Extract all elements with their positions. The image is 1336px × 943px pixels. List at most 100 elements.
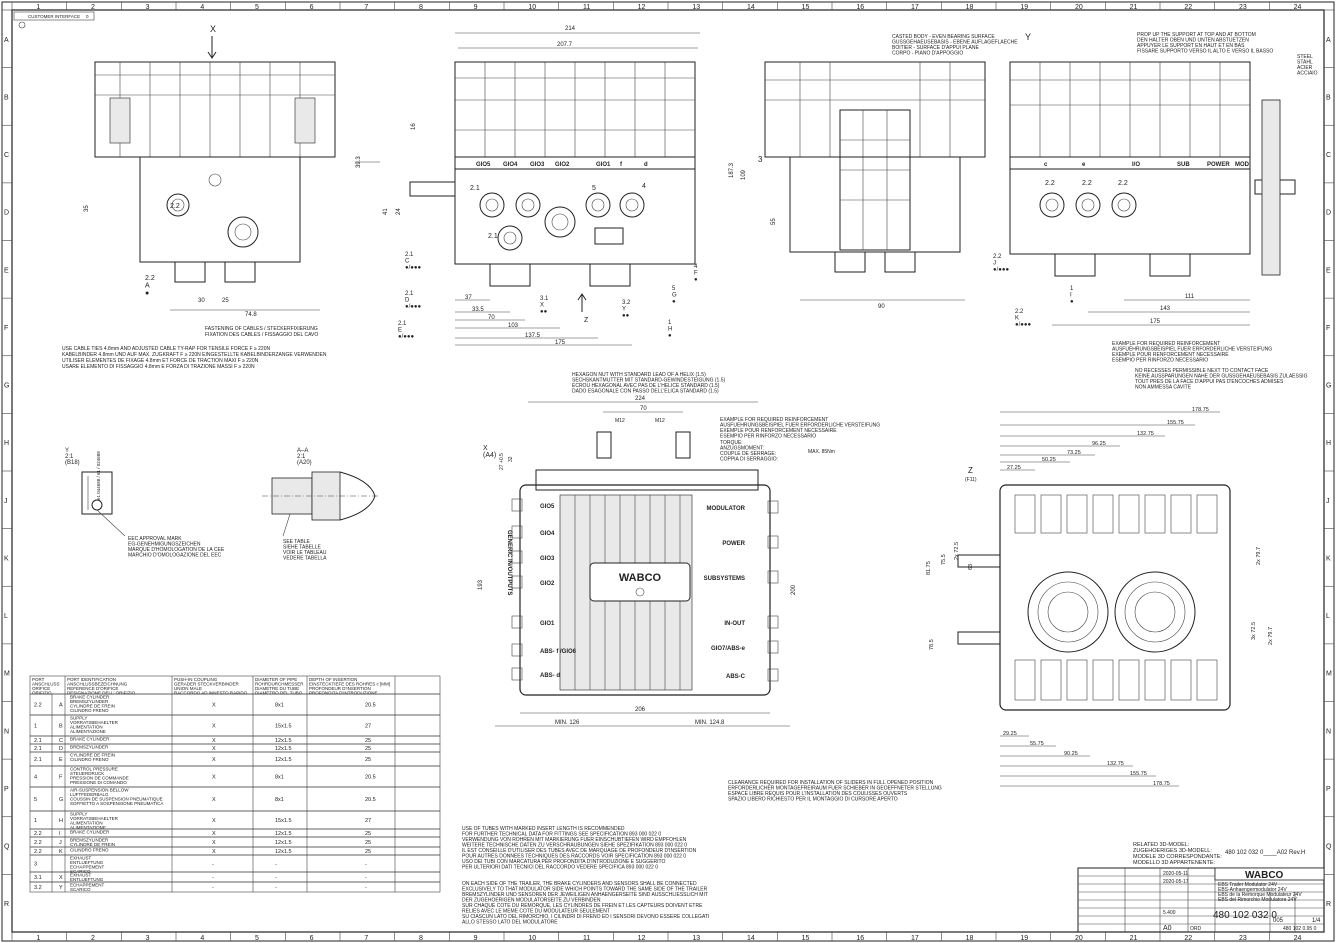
- desc-line: ALIMENTATION: [70, 821, 103, 826]
- view-z-ref: (F11): [965, 477, 977, 483]
- dim-min-124-8: MIN. 124.8: [695, 720, 725, 726]
- bottom-cell: [1066, 494, 1088, 534]
- callout-line: 5: [672, 286, 676, 292]
- id-cell: A: [59, 703, 63, 709]
- header-line: RACCORDO AD INNESTO RAPIDO: [174, 691, 248, 696]
- bottom-cell: [1014, 659, 1036, 701]
- col-label-top: 22: [1184, 4, 1192, 11]
- torque-line: COPPIA DI SERRAGGIO:: [720, 457, 778, 463]
- top-left-connector-label: GIO4: [540, 531, 555, 537]
- generic-io-label: GENERIC IN/OUTPUTS: [506, 530, 512, 595]
- prop-line: PROP UP THE SUPPORT AT TOP AND AT BOTTOM: [1137, 32, 1256, 38]
- row-label-left: D: [4, 210, 9, 217]
- depth-cell: 25: [365, 849, 371, 855]
- rear-port-22-a: 2.2: [1045, 180, 1055, 187]
- side-callout-3: 3: [758, 155, 763, 164]
- callout-line: F: [694, 271, 698, 277]
- col-label-top: 6: [310, 4, 314, 11]
- desc-cell: BRAKE CYLINDER: [70, 830, 110, 835]
- bottom-cell: [1040, 494, 1062, 534]
- depth-cell: 25: [365, 738, 371, 744]
- coupling-cell: X: [212, 724, 216, 730]
- top-left-connector-label: GIO1: [540, 621, 555, 627]
- front-port-label: GIO3: [530, 162, 545, 168]
- col-label-top: 10: [528, 4, 536, 11]
- bottom-dim: 73.25: [1067, 450, 1081, 456]
- col-label-top: 2: [91, 4, 95, 11]
- col-label-top: 12: [638, 4, 646, 11]
- callout-line: 1: [668, 320, 672, 326]
- callout-line: 2.1: [405, 291, 414, 297]
- rein2-line: EXAMPLE FOR REQUIRED REINFORCEMENT: [720, 417, 828, 423]
- row-label-left: J: [4, 498, 8, 505]
- bottom-dim-vertical: 63: [968, 564, 974, 570]
- drawing-type: ORD: [1190, 926, 1202, 932]
- bottom-dim-vertical: 78.5: [929, 639, 935, 650]
- desc-line: ENTLUEFTUNG: [70, 877, 104, 882]
- callout-line: 2.2: [993, 254, 1002, 260]
- row-label-left: F: [4, 325, 8, 332]
- xa4-line: X: [483, 445, 488, 452]
- bottom-cell: [1118, 494, 1140, 534]
- rein-line: EXEMPLE POUR RENFORCEMENT NECESSAIRE: [1112, 352, 1229, 358]
- callout-line: H: [668, 327, 672, 333]
- connector-slot: [767, 500, 779, 514]
- top-left-connector-label: GIO3: [540, 556, 555, 562]
- prop-line: DEN HALTER OBEN UND UNTEN ABSTUETZEN: [1137, 38, 1249, 44]
- ydet-line: Y: [65, 448, 69, 454]
- recesses-note: NO RECESSES PERMISSIBLE NEXT TO CONTACT …: [1135, 368, 1308, 391]
- cable-line: USARE ELEMENTO DI FISSAGGIO 4.8mm E FORZ…: [62, 364, 255, 370]
- col-label-top: 11: [583, 4, 590, 11]
- desc-line: ECHAPPEMENT: [70, 865, 105, 870]
- coupling-cell: X: [212, 849, 216, 855]
- header-line: PORT: [32, 677, 45, 682]
- title-line-2: EBS-Anhaengermodulator 24V: [1218, 887, 1287, 893]
- depth-cell: -: [365, 862, 367, 868]
- row-label-left: L: [4, 613, 8, 620]
- desc-line: CONTROL PRESSURE: [70, 767, 118, 772]
- desc-line: SCARICO: [70, 869, 91, 874]
- callout-line: 3.1: [540, 296, 549, 302]
- header-line: ORIFIZIO: [32, 691, 52, 696]
- header-line: DIAMETRO DEL TUBO: [255, 691, 303, 696]
- dim-103: 103: [508, 323, 519, 329]
- diameter-cell: -: [275, 885, 277, 891]
- cable-line: USE CABLE TIES 4.8mm AND ADJUSTED CABLE …: [62, 346, 270, 352]
- customer-interface-box: [13, 11, 95, 21]
- cable-line: KABELBINDER 4.8mm UND AUF MAX. ZUGKRAFT …: [62, 352, 327, 358]
- paper-size: A0: [1163, 925, 1172, 932]
- bottom-cell: [1170, 494, 1192, 534]
- recess-line: NO RECESSES PERMISSIBLE NEXT TO CONTACT …: [1135, 368, 1269, 374]
- desc-line: ALIMENTAZIONE: [70, 729, 106, 734]
- connector-slot: [511, 498, 523, 512]
- title-line-1: EBS Trailer Modulator 24V: [1218, 882, 1278, 888]
- port-5: 5: [592, 185, 596, 192]
- callout-line: X: [540, 303, 544, 309]
- cable-line: UTILISER ELEMENTES DE FIXAGE 4.8mm ET FO…: [62, 358, 259, 364]
- dim-224: 224: [635, 396, 646, 402]
- col-label-top: 7: [364, 4, 368, 11]
- bottom-cell: [1092, 494, 1114, 534]
- row-label-left: Q: [4, 844, 10, 851]
- depth-cell: -: [365, 875, 367, 881]
- coupling-cell: -: [212, 885, 214, 891]
- inner-frame: [11, 9, 1325, 933]
- side-line: RELIES AVEC LE MEME COTE DU MODULATEUR S…: [462, 909, 610, 915]
- header-line: PUSH-IN COUPLING: [174, 677, 218, 682]
- fastening-line: FASTENING OF CABLES / STECKERFIXIERUNG: [205, 326, 318, 332]
- related-line: MODELLO 3D APPARTENENTE:: [1133, 860, 1215, 866]
- col-label-bottom: 4: [200, 935, 204, 942]
- front-port-label: d: [644, 162, 648, 168]
- dim-175-rear: 175: [1150, 319, 1161, 325]
- rear-port-label: c: [1044, 162, 1048, 168]
- header-line: ORIFICE: [32, 686, 50, 691]
- id-cell: Y: [59, 885, 63, 891]
- hex-line: ECROU HEXAGONAL AVEC PAS DE L'HELICE STA…: [572, 383, 720, 389]
- bottom-cell: [1118, 659, 1140, 701]
- row-label-right: D: [1326, 210, 1331, 217]
- bottom-dim: 132.75: [1107, 761, 1124, 767]
